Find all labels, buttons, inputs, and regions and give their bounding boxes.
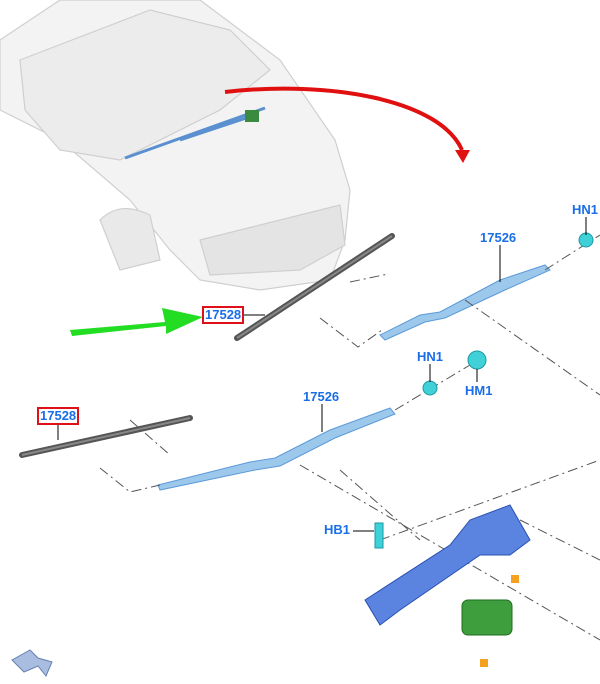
callout-arrow — [224, 86, 464, 151]
nut-hn1-right — [578, 232, 594, 248]
wiper-linkage-motor-assembly — [364, 504, 531, 626]
wiper-arm-right — [379, 264, 551, 341]
vehicle-illustration — [0, 0, 351, 291]
connector-marker — [511, 575, 519, 583]
bolt-hb1 — [374, 522, 384, 549]
wiper-arm-left — [157, 407, 396, 491]
part-label-hn1-left[interactable]: HN1 — [417, 349, 444, 364]
part-label-17526-left[interactable]: 17526 — [303, 389, 340, 404]
assembly-lines — [99, 234, 600, 641]
green-pointer-arrow — [70, 308, 203, 336]
part-label-hn1-right[interactable]: HN1 — [572, 202, 599, 217]
part-label-17528-left[interactable]: 17528 — [37, 407, 80, 425]
wiper-motor — [461, 599, 513, 636]
part-label-17526-right[interactable]: 17526 — [480, 230, 517, 245]
windshield-wiper-on-vehicle — [124, 106, 266, 160]
cap-hm1 — [467, 350, 487, 370]
part-label-hb1[interactable]: HB1 — [324, 522, 351, 537]
connector-marker — [480, 659, 488, 667]
part-label-17528-right[interactable]: 17528 — [202, 306, 245, 324]
nut-hn1-left — [422, 380, 438, 396]
view-direction-arrow-icon — [11, 649, 53, 677]
part-label-hm1[interactable]: HM1 — [465, 383, 493, 398]
